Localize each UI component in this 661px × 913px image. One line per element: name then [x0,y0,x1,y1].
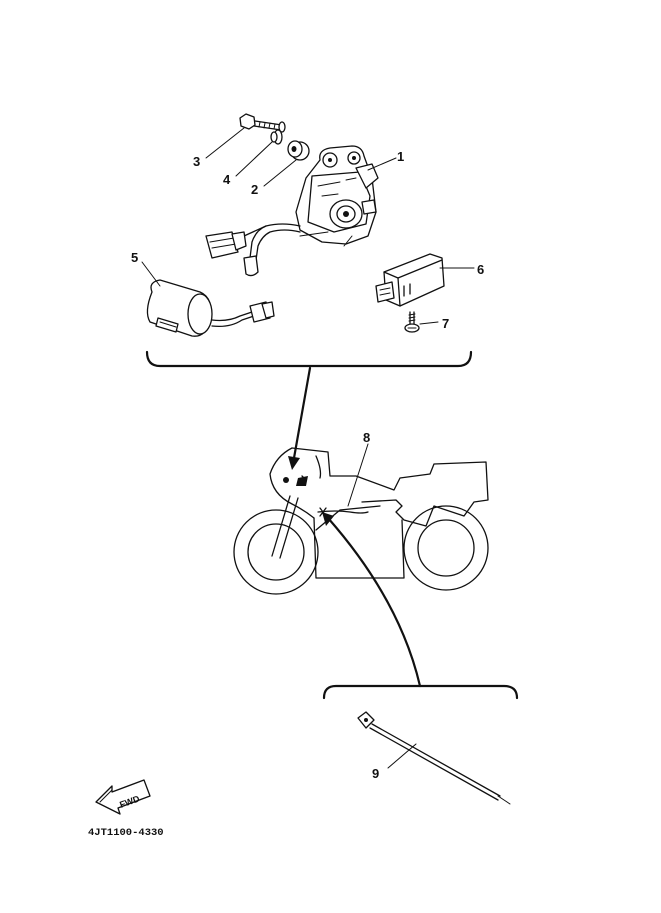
callout-3: 3 [193,154,200,169]
callout-6: 6 [477,262,484,277]
leader-lines-upper [141,127,475,325]
sensor-assembly-part-1 [205,145,379,277]
condenser-part-5 [146,279,275,337]
grommet-part-4 [270,129,283,145]
collar-part-2 [287,140,310,161]
screw-part-7 [404,311,420,333]
upper-group-bracket [145,350,473,368]
diagram-code: 4JT1100-4330 [88,827,164,839]
lower-group-bracket [322,684,519,700]
callout-4: 4 [223,172,231,187]
callout-7: 7 [442,316,449,331]
callout-1: 1 [397,149,404,164]
cable-band-part-9 [357,711,511,805]
bolt-part-3 [239,113,286,133]
callout-8: 8 [363,430,370,445]
forward-direction-arrow-icon: FWD [95,779,151,815]
pointer-lower-to-motorcycle [322,512,422,688]
callout-5: 5 [131,250,138,265]
callout-9: 9 [372,766,379,781]
callout-2: 2 [251,182,258,197]
pointer-upper-to-motorcycle [288,366,312,470]
leader-line-part-8 [347,443,369,507]
relay-part-6 [375,253,445,307]
motorcycle-silhouette [233,447,489,595]
